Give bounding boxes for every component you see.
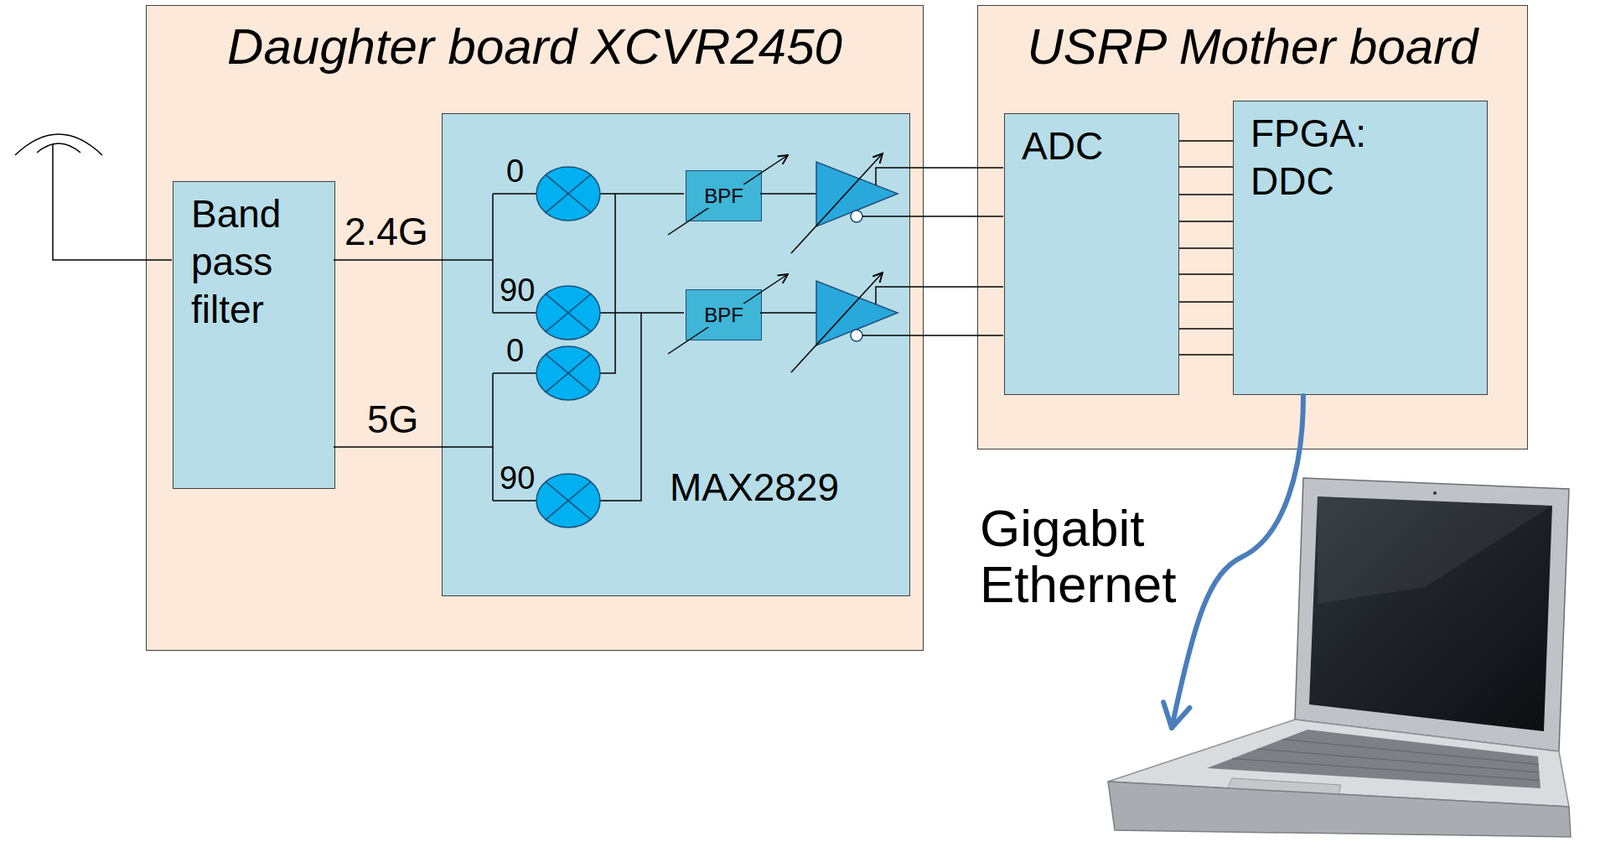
fpga-block: FPGA: DDC: [1232, 100, 1488, 395]
filter-block: Band pass filter: [172, 181, 336, 489]
phase-label-slot: 0: [506, 331, 524, 369]
link-label: Gigabit Ethernet: [979, 499, 1190, 612]
bus-line: [1179, 273, 1233, 275]
filter-block-text: Band pass filter: [191, 190, 328, 334]
bus-line: [1179, 165, 1233, 168]
bpf-block-text: BPF: [701, 303, 746, 327]
adc-block: ADC: [1004, 113, 1180, 395]
adc-block-text: ADC: [1021, 124, 1103, 169]
phase-label: 90: [499, 459, 535, 497]
bus-line: [1179, 300, 1233, 303]
phase-label-slot: 90: [499, 271, 535, 309]
fpga-block-text: FPGA: DDC: [1250, 109, 1393, 206]
bus-line: [1179, 353, 1233, 356]
bpf-block-text: BPF: [701, 184, 746, 208]
phase-label-slot: 90: [499, 459, 535, 497]
board-panel: Daughter board XCVR2450Band pass filterM…: [145, 5, 924, 651]
band-label-slot: 2.4G: [344, 209, 429, 254]
bus-line: [1179, 220, 1233, 223]
band-label: 2.4G: [344, 209, 429, 254]
band-label: 5G: [367, 397, 419, 442]
bpf-block: BPF: [685, 170, 762, 222]
phase-label-slot: 0: [506, 152, 524, 190]
board-panel-text: Daughter board XCVR2450: [227, 17, 843, 76]
bpf-block: BPF: [685, 289, 762, 341]
board-panel: USRP Mother boardADC FPGA: DDC: [977, 5, 1528, 450]
phase-label: 0: [506, 152, 524, 190]
bus-line: [1179, 193, 1233, 196]
board-panel-text: USRP Mother board: [1026, 17, 1478, 76]
chip-block-text: MAX2829: [669, 465, 839, 510]
band-label-slot: 5G: [367, 397, 419, 442]
phase-label: 90: [499, 271, 535, 309]
bus-line: [1179, 139, 1233, 142]
phase-label: 0: [506, 331, 524, 369]
bus-line: [1179, 247, 1233, 249]
link-label-slot: Gigabit Ethernet: [979, 499, 1190, 612]
bus-line: [1179, 327, 1233, 330]
